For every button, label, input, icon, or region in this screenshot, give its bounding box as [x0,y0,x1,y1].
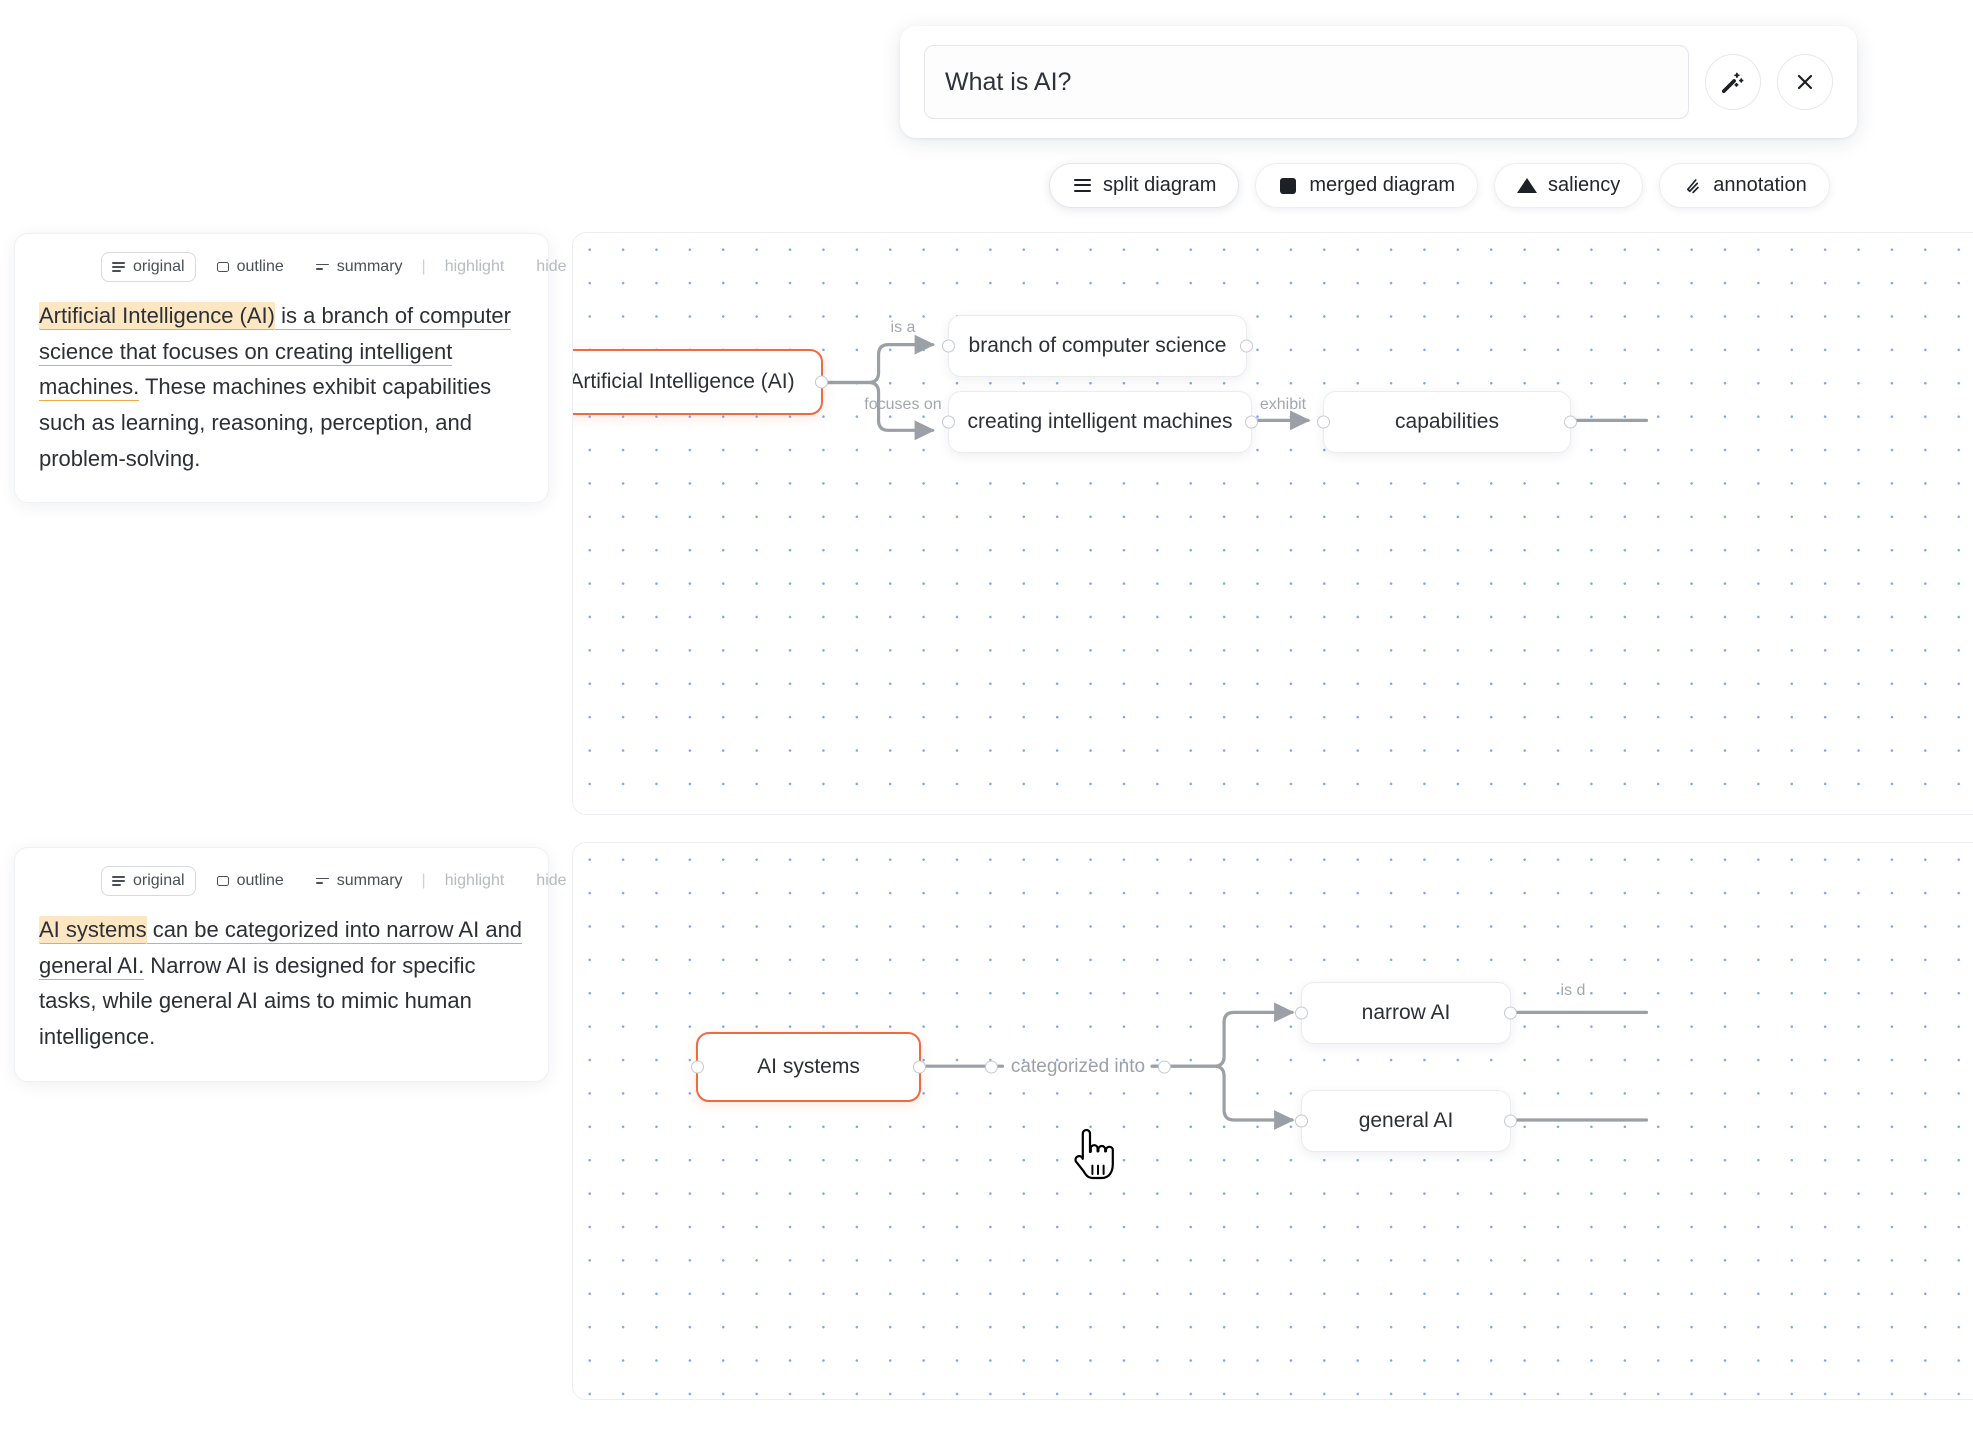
diagram-node-capabilities[interactable]: capabilities [1317,391,1577,453]
node-handle-left[interactable] [1295,1006,1308,1020]
node-handle-left[interactable] [691,1060,704,1074]
node-label: creating intelligent machines [967,410,1233,433]
annotation-icon [1682,176,1702,196]
node-label: AI systems [757,1055,860,1078]
action-highlight[interactable]: highlight [434,252,516,282]
node-handle-left[interactable] [1295,1114,1308,1128]
node-handle-right[interactable] [913,1060,926,1074]
tab-separator: | [421,258,426,275]
node-handle-left[interactable] [1317,415,1330,429]
mode-label: merged diagram [1309,174,1456,196]
node-handle-left[interactable] [942,415,955,429]
action-label: hide [536,258,567,275]
action-hide[interactable]: hide [525,252,577,282]
text-segment-plain: Narrow AI is designed for specific tasks… [39,952,476,1049]
diagram-canvas-sentence-2[interactable]: AI systems categorized into narrow AI ge… [572,842,1973,1400]
node-handle-right[interactable] [1504,1114,1517,1128]
diagram-node-general-ai[interactable]: general AI [1295,1090,1517,1152]
lines-icon [112,876,125,886]
tab-label: outline [236,258,284,275]
mode-toolbar: split diagram merged diagram saliency an… [1049,163,1830,208]
diagram-canvas-sentence-1[interactable]: Artificial Intelligence (AI) branch of c… [572,232,1973,815]
action-label: hide [536,872,567,889]
edge-label-is-designed[interactable]: is d [1560,982,1586,999]
tab-separator: | [421,872,426,889]
mode-merged-diagram[interactable]: merged diagram [1255,163,1479,208]
card-tabs: original outline summary | highlight hid… [39,252,567,282]
generate-button[interactable] [1705,54,1761,110]
tab-outline[interactable]: outline [206,866,295,896]
diagram-node-root[interactable]: Artificial Intelligence (AI) [572,349,828,415]
merged-diagram-icon [1278,176,1298,196]
node-handle-right[interactable] [1504,1006,1517,1020]
node-label: capabilities [1395,410,1499,433]
diagram-node-branch-of-computer-science[interactable]: branch of computer science [942,315,1253,377]
source-text-card: original outline summary | highlight hid… [14,847,567,1082]
action-highlight[interactable]: highlight [434,866,516,896]
query-input[interactable] [924,45,1689,119]
query-bar [900,26,1857,138]
text-segment-highlighted[interactable]: AI systems [39,916,147,944]
tab-label: summary [336,258,403,275]
box-icon [216,876,229,886]
mode-split-diagram[interactable]: split diagram [1049,163,1240,208]
summary-icon [315,263,329,271]
box-icon [216,262,229,272]
tab-label: original [133,258,185,275]
node-label: Artificial Intelligence (AI) [572,370,795,393]
node-label: general AI [1358,1109,1454,1132]
summary-icon [315,877,329,885]
tab-label: summary [336,872,403,889]
tab-summary[interactable]: summary [305,252,414,282]
mode-label: annotation [1713,174,1807,196]
node-label: narrow AI [1361,1001,1451,1024]
tab-original[interactable]: original [101,866,196,896]
edge-handle-left[interactable] [984,1060,998,1074]
lines-icon [112,262,125,272]
node-handle-right[interactable] [1240,339,1253,353]
node-handle-left[interactable] [942,339,955,353]
node-handle-right[interactable] [815,375,828,389]
node-handle-right[interactable] [1245,415,1258,429]
node-handle-right[interactable] [1564,415,1577,429]
split-diagram-icon [1072,176,1092,196]
node-label: branch of computer science [968,334,1227,357]
close-icon [1793,70,1817,94]
close-button[interactable] [1777,54,1833,110]
text-segment-plain: These machines exhibit capabilities such… [39,374,492,471]
tab-label: outline [236,872,284,889]
action-label: highlight [444,872,505,889]
action-label: highlight [444,258,505,275]
action-hide[interactable]: hide [525,866,577,896]
source-text-card: original outline summary | highlight hid… [14,233,567,504]
edge-label-focuses-on[interactable]: focuses on [864,396,942,413]
card-body-text: Artificial Intelligence (AI) is a branch… [39,298,524,476]
diagram-node-narrow-ai[interactable]: narrow AI [1295,982,1517,1044]
tab-summary[interactable]: summary [305,866,414,896]
tab-label: original [133,872,185,889]
edge-label-exhibit[interactable]: exhibit [1259,396,1307,413]
magic-wand-icon [1720,69,1746,95]
tab-outline[interactable]: outline [206,252,295,282]
card-body-text: AI systems can be categorized into narro… [39,912,524,1055]
edge-layer [918,1002,1649,1130]
edge-layer [821,334,1649,441]
mode-saliency[interactable]: saliency [1494,163,1644,208]
mode-label: split diagram [1103,174,1217,196]
tab-original[interactable]: original [101,252,196,282]
card-tabs: original outline summary | highlight hid… [39,866,567,896]
mode-label: saliency [1548,174,1621,196]
edge-label-text: categorized into [1010,1056,1146,1077]
text-segment-underlined[interactable]: can be categorized into narrow AI and ge… [39,917,523,980]
text-segment-highlighted[interactable]: Artificial Intelligence (AI) [39,302,275,330]
edge-label-categorized-into[interactable]: categorized into [984,1056,1172,1078]
edge-label-is-a[interactable]: is a [890,319,916,336]
edge-handle-right[interactable] [1158,1060,1172,1074]
mode-annotation[interactable]: annotation [1659,163,1830,208]
diagram-node-creating-intelligent-machines[interactable]: creating intelligent machines [942,391,1258,453]
text-segment-underlined[interactable]: is a branch of computer science that foc… [39,303,511,402]
saliency-icon [1517,176,1538,196]
diagram-node-root[interactable]: AI systems [691,1032,926,1102]
